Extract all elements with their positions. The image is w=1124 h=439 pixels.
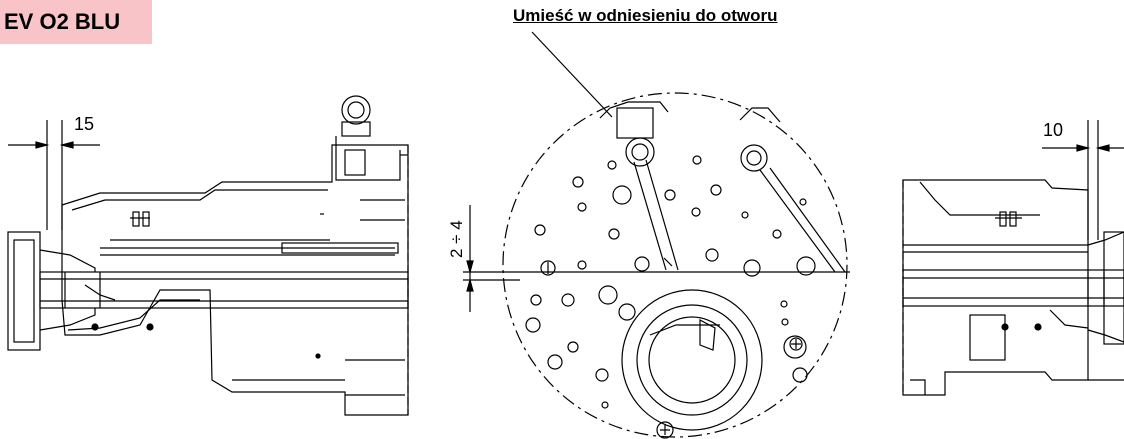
center-front-view: [463, 31, 850, 439]
gap-dimension: [463, 205, 850, 312]
instruction-title: Umieść w odniesieniu do otworu: [513, 6, 778, 25]
left-dimension-value: 15: [74, 114, 94, 134]
gap-dimension-value: 2 ÷ 4: [447, 220, 466, 258]
left-dimension: [8, 120, 100, 230]
left-side-view: [7, 95, 409, 416]
right-side-view: [902, 120, 1124, 396]
right-dimension-value: 10: [1043, 120, 1063, 140]
model-tag: EV O2 BLU: [0, 0, 152, 44]
model-tag-label: EV O2 BLU: [4, 9, 121, 34]
